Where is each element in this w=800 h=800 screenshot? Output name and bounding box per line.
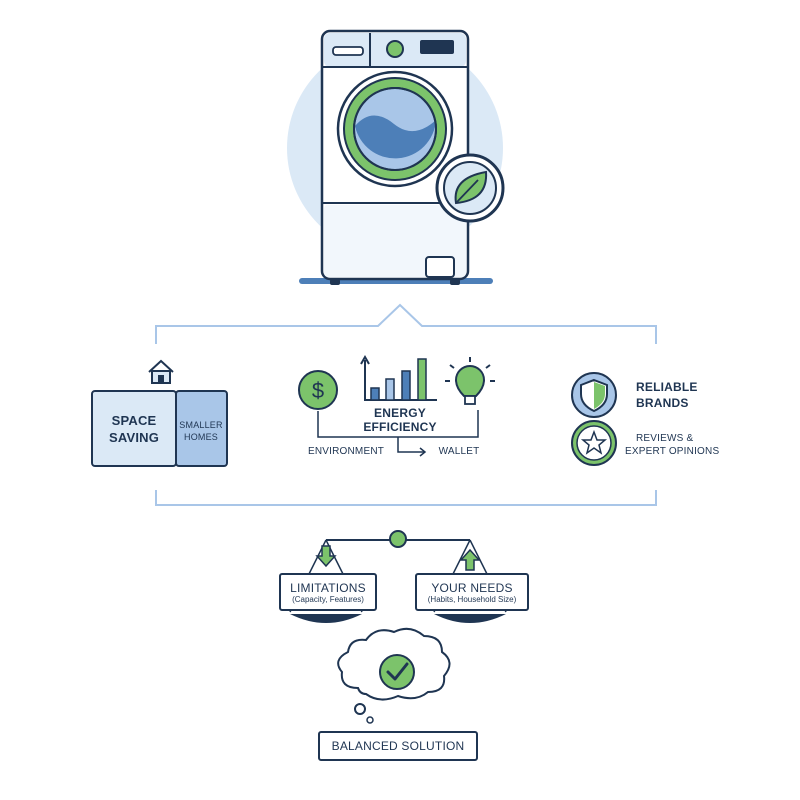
reliable-brands-label-line1: RELIABLE: [636, 380, 698, 394]
reviews-label-line2: EXPERT OPINIONS: [625, 446, 720, 457]
balanced-solution-box: BALANCED SOLUTION: [318, 731, 478, 761]
washing-machine-icon: [287, 29, 503, 285]
smaller-homes-label-line1: SMALLER: [179, 420, 223, 430]
svg-text:$: $: [312, 378, 324, 403]
bottom-bracket: [155, 490, 657, 506]
star-icon: [571, 420, 617, 466]
bar-chart-icon: [360, 354, 437, 401]
environment-label: ENVIRONMENT: [307, 446, 385, 457]
energy-title-line1: ENERGY: [374, 406, 426, 420]
up-arrow-icon: [459, 548, 481, 571]
lightbulb-icon: [445, 357, 495, 405]
energy-connector: [317, 410, 479, 457]
space-saving-label-line1: SPACE: [111, 413, 157, 428]
your-needs-title: YOUR NEEDS: [431, 580, 513, 595]
dollar-coin-icon: $: [298, 370, 338, 410]
reliable-brands-label-line2: BRANDS: [636, 396, 689, 410]
wallet-label: WALLET: [438, 446, 480, 457]
reviews-label-line1: REVIEWS &: [636, 433, 694, 444]
shield-icon: [571, 372, 617, 418]
balanced-solution-label: BALANCED SOLUTION: [331, 739, 465, 753]
energy-title-line2: EFFICIENCY: [363, 420, 437, 434]
space-saving-box: [91, 390, 177, 467]
space-saving-label-line2: SAVING: [108, 430, 160, 445]
your-needs-box: YOUR NEEDS (Habits, Household Size): [415, 573, 529, 611]
limitations-box: LIMITATIONS (Capacity, Features): [279, 573, 377, 611]
limitations-subtitle: (Capacity, Features): [292, 594, 364, 604]
checkmark-icon: [379, 654, 415, 690]
top-bracket: [155, 303, 657, 344]
smaller-homes-box: [175, 390, 228, 467]
leaf-icon: [435, 153, 505, 223]
house-icon: [148, 359, 174, 384]
smaller-homes-label-line2: HOMES: [183, 432, 219, 442]
down-arrow-icon: [315, 545, 337, 568]
your-needs-subtitle: (Habits, Household Size): [427, 594, 517, 604]
limitations-title: LIMITATIONS: [290, 580, 366, 595]
